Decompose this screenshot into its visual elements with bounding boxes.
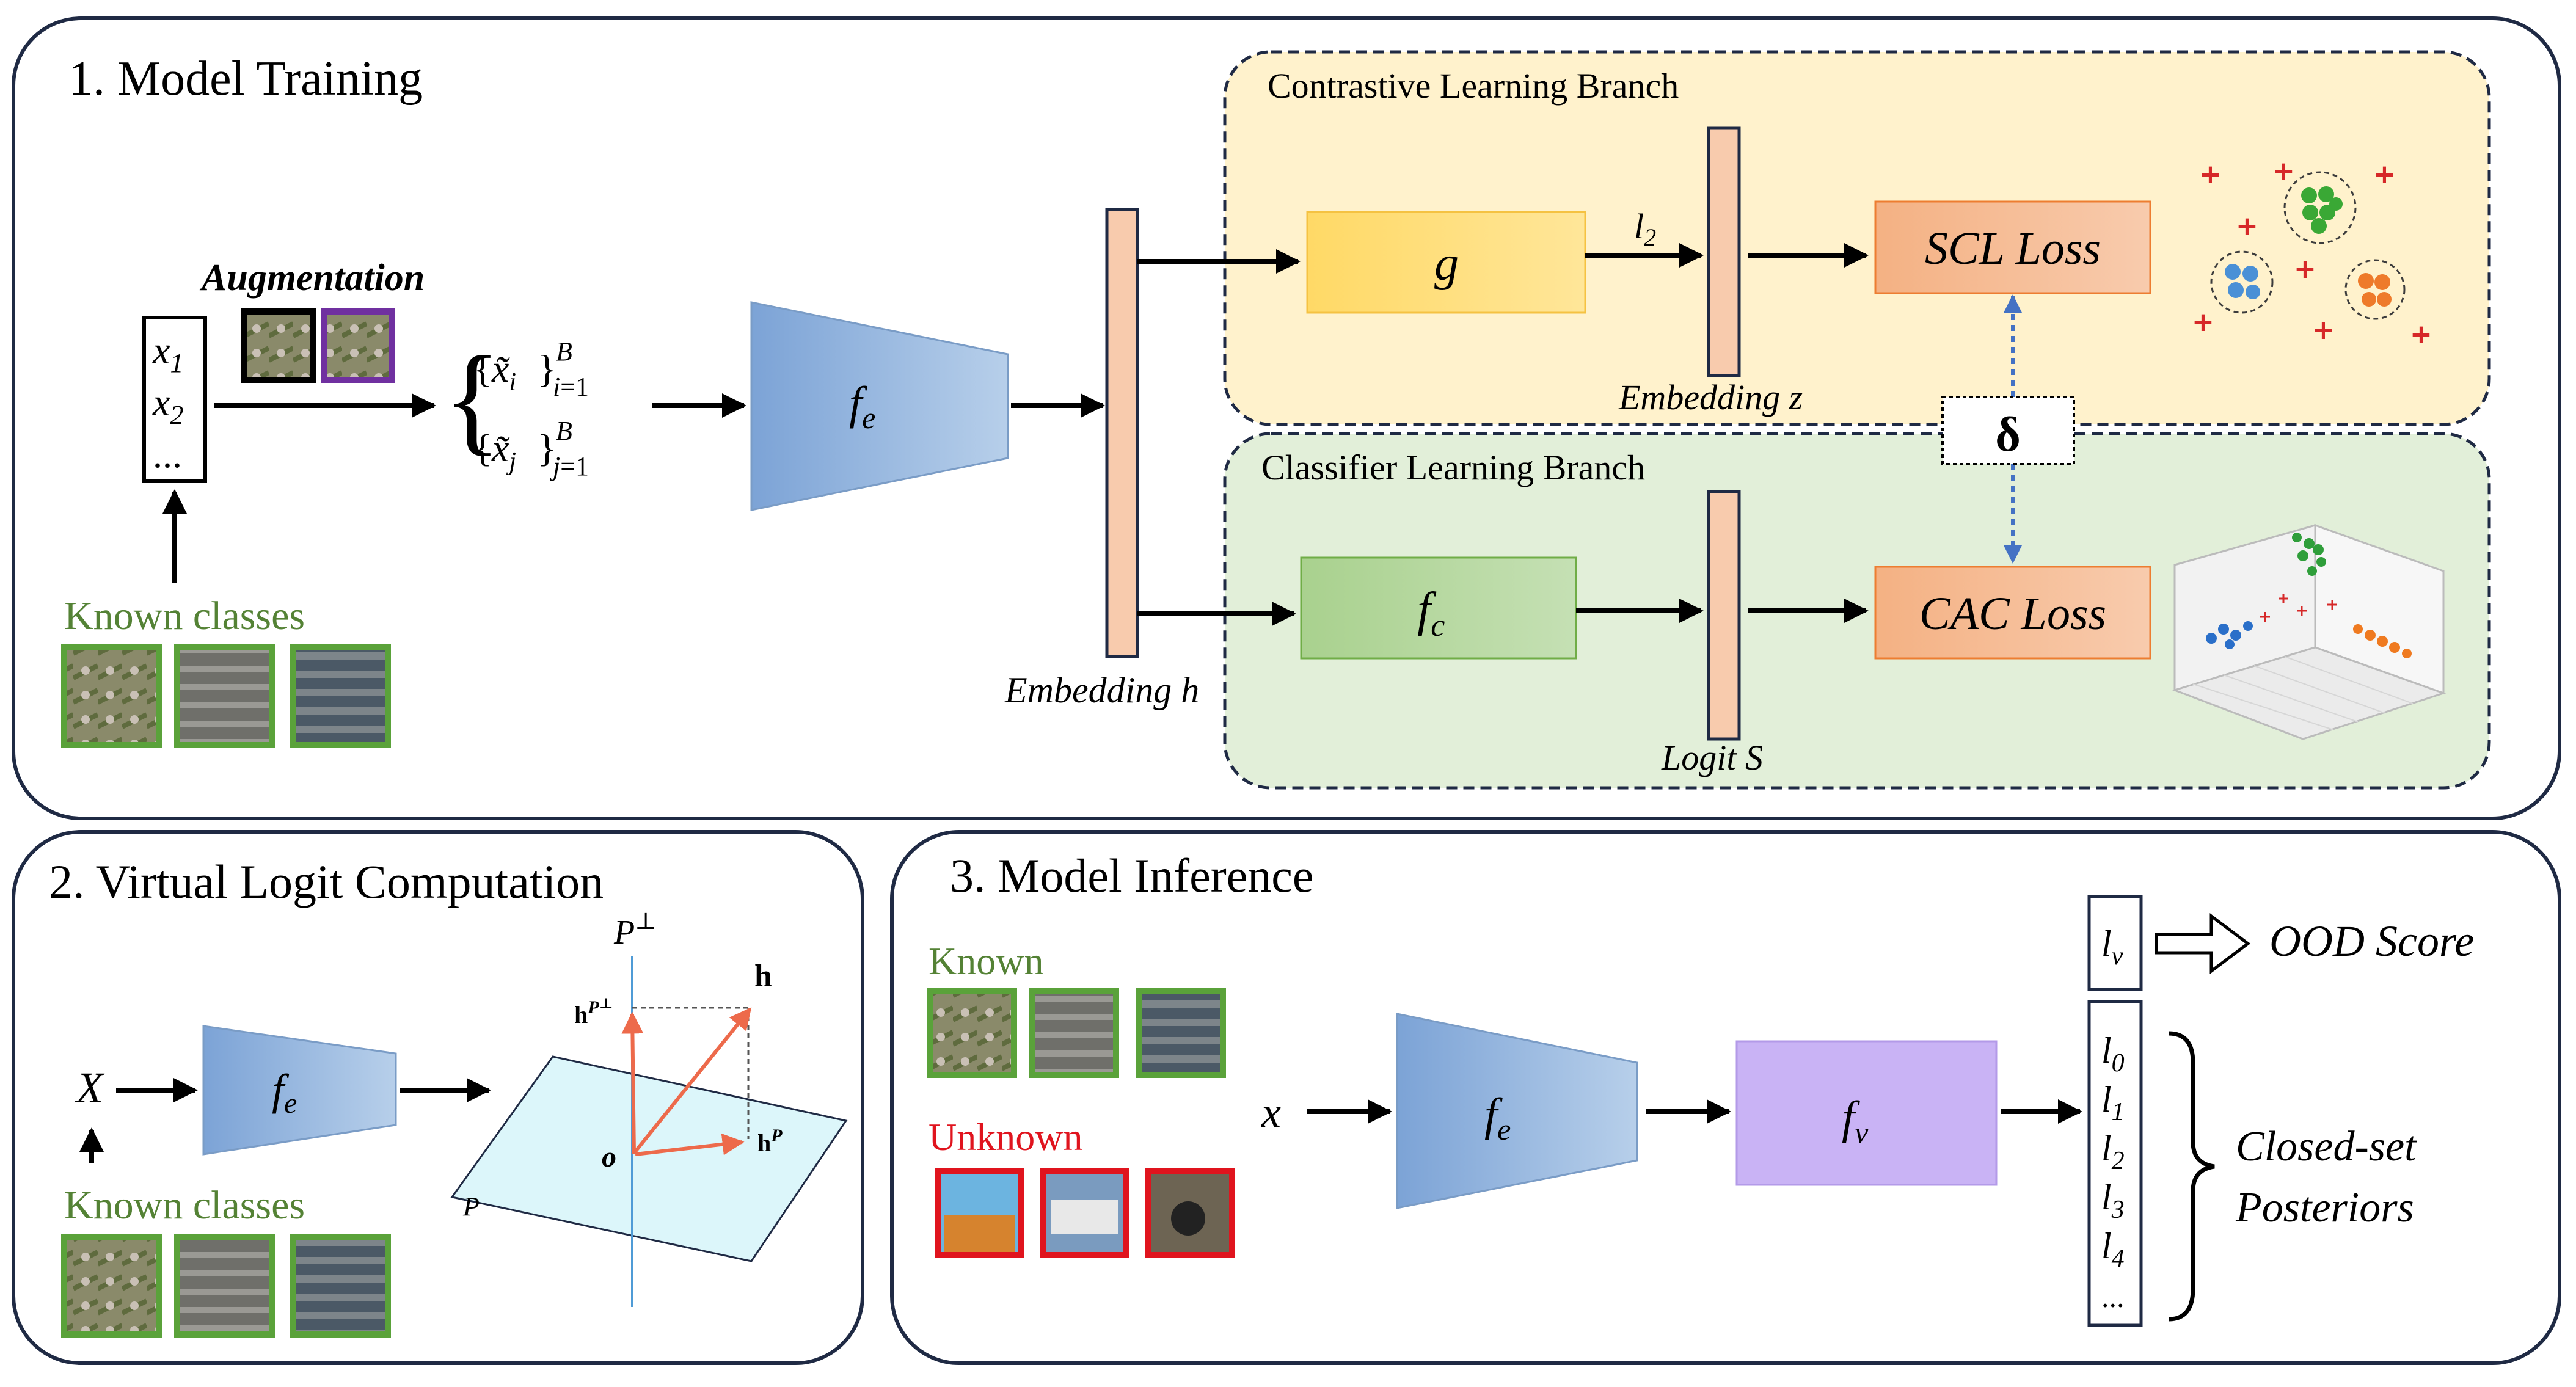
known-image-bike bbox=[61, 644, 162, 748]
g-label: g bbox=[1434, 237, 1459, 291]
vector-h bbox=[632, 1007, 752, 1154]
virtual-input-x: X bbox=[75, 1063, 105, 1112]
svg-text:+: + bbox=[2199, 159, 2222, 190]
delta-box bbox=[1941, 396, 2075, 465]
augmented-image-2 bbox=[321, 308, 395, 383]
closed-set-logits-box bbox=[2087, 1000, 2143, 1327]
svg-text:+: + bbox=[2294, 253, 2316, 285]
classifier-head-fc bbox=[1300, 556, 1577, 660]
lv-label: lv bbox=[2101, 923, 2123, 970]
svg-text:j=1: j=1 bbox=[550, 451, 589, 481]
svg-text:{: { bbox=[443, 332, 502, 467]
logit-s-label: Logit S bbox=[1661, 738, 1763, 777]
plane-p-label: P bbox=[462, 1192, 480, 1221]
h-label: h bbox=[754, 959, 772, 994]
panel-title-inference: 3. Model Inference bbox=[950, 849, 1314, 902]
input-x1: x1 bbox=[152, 329, 183, 378]
h-p-label: hP bbox=[757, 1126, 783, 1157]
svg-text:{: { bbox=[473, 426, 492, 470]
cac-loss-box bbox=[1874, 566, 2151, 660]
svg-text:+: + bbox=[2312, 315, 2335, 346]
logit-s-bar bbox=[1707, 490, 1741, 741]
virtual-known-car bbox=[174, 1234, 275, 1338]
svg-text:}: } bbox=[538, 347, 556, 390]
logit-1: l1 bbox=[2101, 1079, 2125, 1126]
svg-text:+: + bbox=[2236, 211, 2258, 242]
svg-text:{: { bbox=[473, 347, 492, 390]
panel-title-virtual: 2. Virtual Logit Computation bbox=[49, 855, 604, 908]
augmented-image-1 bbox=[241, 308, 316, 383]
scl-loss-box bbox=[1874, 200, 2151, 294]
embedding-z-bar bbox=[1707, 126, 1741, 377]
l2-norm-label: l2 bbox=[1634, 206, 1656, 251]
virtual-encoder-label: fe bbox=[272, 1065, 297, 1119]
encoder-fe-inference bbox=[1396, 1013, 1638, 1209]
inference-input-x: x bbox=[1261, 1088, 1281, 1137]
encoder-fe-training bbox=[750, 301, 1009, 511]
h-p-perp-label: hP⊥ bbox=[574, 996, 613, 1028]
projection-head-g bbox=[1306, 211, 1586, 314]
virtual-known-person bbox=[290, 1234, 391, 1338]
svg-text:B: B bbox=[556, 337, 572, 366]
embedding-h-label: Embedding h bbox=[1004, 670, 1199, 710]
hollow-arrow-ood bbox=[2155, 913, 2251, 974]
embedding-h-bar bbox=[1105, 208, 1139, 658]
virtual-known-bike bbox=[61, 1234, 162, 1338]
augmentation-label: Augmentation bbox=[199, 257, 425, 299]
closed-set-label-2: Posteriors bbox=[2235, 1184, 2414, 1231]
logit-0: l0 bbox=[2101, 1030, 2125, 1077]
encoder-fe-label: fe bbox=[849, 377, 875, 435]
ood-score-label: OOD Score bbox=[2269, 917, 2474, 966]
fc-label: fc bbox=[1417, 583, 1445, 643]
augmented-set-formula: { { x̃i } B i=1 { x̃j } B j=1 bbox=[443, 332, 589, 481]
contrastive-branch-label: Contrastive Learning Branch bbox=[1268, 66, 1679, 106]
subspace-plane-p bbox=[450, 1055, 848, 1262]
inference-unknown-label: Unknown bbox=[929, 1115, 1082, 1159]
delta-label: δ bbox=[1995, 408, 2021, 462]
virtual-logit-box bbox=[2087, 895, 2143, 991]
svg-text:}: } bbox=[538, 426, 556, 470]
logit-4: l4 bbox=[2101, 1226, 2125, 1273]
cluster-visualization-icon: + + + + + + + + bbox=[2192, 156, 2432, 350]
input-ellipsis: ... bbox=[153, 432, 182, 476]
known-image-person bbox=[290, 644, 391, 748]
svg-text:+: + bbox=[2192, 307, 2214, 338]
inference-known-label: Known bbox=[929, 939, 1043, 983]
svg-text:+: + bbox=[2272, 156, 2295, 187]
closed-set-label-1: Closed-set bbox=[2236, 1123, 2417, 1170]
logit-2: l2 bbox=[2101, 1128, 2125, 1175]
vector-h-perp bbox=[621, 1011, 644, 1155]
input-x2: x2 bbox=[152, 380, 183, 430]
inference-known-bike bbox=[927, 988, 1017, 1078]
virtual-known-label: Known classes bbox=[64, 1183, 305, 1228]
logit-3: l3 bbox=[2101, 1177, 2125, 1224]
inference-known-car bbox=[1029, 988, 1119, 1078]
contrastive-branch bbox=[1223, 50, 2491, 426]
origin-label: o bbox=[602, 1141, 616, 1173]
encoder-fe-virtual bbox=[202, 1025, 397, 1156]
scl-loss-label: SCL Loss bbox=[1925, 223, 2101, 274]
panel-title-training: 1. Model Training bbox=[68, 52, 423, 106]
classifier-branch-label: Classifier Learning Branch bbox=[1261, 448, 1645, 487]
p-perp-label: P⊥ bbox=[613, 909, 657, 952]
fv-label: fv bbox=[1842, 1092, 1869, 1149]
scatter-3d-icon bbox=[2172, 523, 2446, 740]
closed-set-brace bbox=[2168, 1031, 2215, 1322]
cac-loss-label: CAC Loss bbox=[1919, 588, 2106, 639]
panel-model-inference bbox=[890, 830, 2561, 1365]
known-classes-label: Known classes bbox=[64, 594, 305, 638]
inference-known-person bbox=[1136, 988, 1226, 1078]
logit-more: ... bbox=[2101, 1280, 2125, 1314]
input-vector bbox=[142, 316, 207, 483]
svg-text:B: B bbox=[556, 416, 572, 446]
virtual-classifier-fv bbox=[1735, 1040, 1998, 1186]
svg-text:i=1: i=1 bbox=[553, 372, 589, 402]
svg-text:+: + bbox=[2373, 159, 2396, 190]
svg-text:+: + bbox=[2410, 319, 2432, 350]
embedding-z-label: Embedding z bbox=[1618, 377, 1803, 417]
known-image-car bbox=[174, 644, 275, 748]
vector-h-p bbox=[635, 1133, 745, 1156]
